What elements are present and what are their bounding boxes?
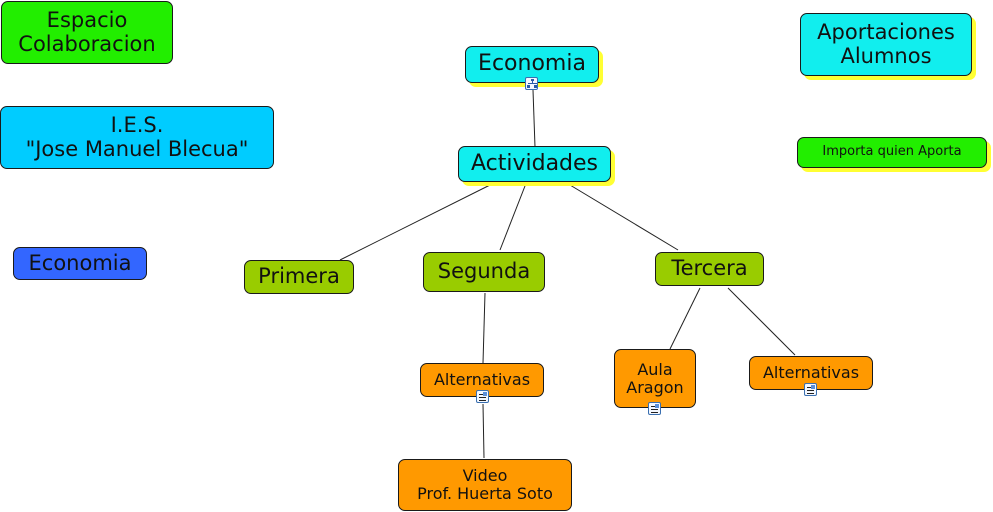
resource-document-icon[interactable] [476, 390, 489, 403]
node-espacio-colaboracion[interactable]: Espacio Colaboracion [1, 1, 173, 64]
link-tercera-alternativas [727, 287, 796, 356]
node-video-prof-huerta-soto[interactable]: Video Prof. Huerta Soto [398, 459, 572, 511]
link-alternativas-video [482, 403, 485, 459]
node-actividades[interactable]: Actividades [458, 146, 611, 182]
node-tercera[interactable]: Tercera [655, 252, 764, 286]
node-aportaciones-alumnos[interactable]: Aportaciones Alumnos [800, 13, 972, 76]
node-primera[interactable]: Primera [244, 260, 354, 294]
link-economia-actividades [532, 89, 536, 148]
link-actividades-primera [339, 183, 493, 261]
resource-document-icon[interactable] [804, 383, 817, 396]
link-actividades-segunda [499, 185, 526, 251]
link-segunda-alternativas [482, 292, 486, 364]
link-tercera-aula [669, 287, 701, 350]
node-ies-jose-manuel-blecua[interactable]: I.E.S. "Jose Manuel Blecua" [0, 106, 274, 169]
submap-icon[interactable] [525, 77, 538, 90]
node-aula-aragon[interactable]: Aula Aragon [614, 349, 696, 408]
node-importa-quien-aporta[interactable]: Importa quien Aporta [797, 137, 987, 168]
node-economia-root[interactable]: Economia [465, 46, 599, 83]
resource-document-icon[interactable] [648, 402, 661, 415]
link-actividades-tercera [569, 184, 679, 251]
node-alternativas-segunda[interactable]: Alternativas [420, 363, 544, 397]
node-segunda[interactable]: Segunda [423, 252, 545, 292]
node-economia-side[interactable]: Economia [13, 247, 147, 280]
